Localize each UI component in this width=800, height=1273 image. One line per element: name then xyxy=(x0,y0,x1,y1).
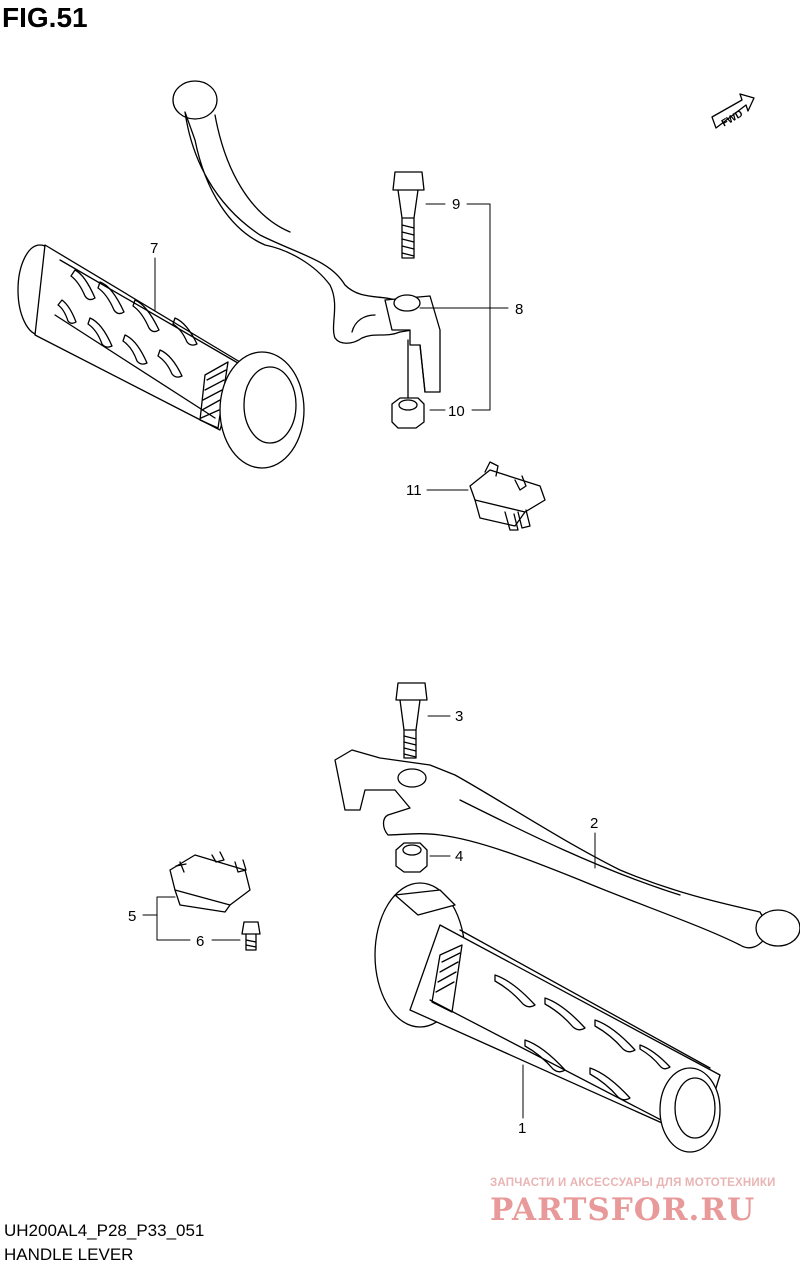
diagram-code: UH200AL4_P28_P33_051 xyxy=(4,1221,205,1240)
fwd-arrow-icon: FWD xyxy=(711,93,755,129)
callout-labels: 9 8 10 7 11 3 4 2 1 5 6 xyxy=(128,196,598,1137)
callout-11: 11 xyxy=(406,482,422,499)
screw-part-6 xyxy=(241,921,261,951)
diagram-title: HANDLE LEVER xyxy=(4,1245,134,1264)
callout-1: 1 xyxy=(518,1120,526,1137)
left-grip-drawing xyxy=(17,244,305,469)
upper-lever-drawing xyxy=(172,80,441,393)
callout-8: 8 xyxy=(515,301,523,318)
bolt-part-9 xyxy=(392,171,425,259)
lower-lever-drawing xyxy=(334,749,800,949)
switch-part-5 xyxy=(169,851,251,913)
switch-part-11 xyxy=(469,461,546,531)
callout-3: 3 xyxy=(455,708,463,725)
watermark-tagline: ЗАПЧАСТИ И АКСЕССУАРЫ ДЛЯ МОТОТЕХНИКИ xyxy=(490,1177,776,1189)
nut-part-10 xyxy=(391,397,425,429)
leader-lines xyxy=(142,203,596,1119)
callout-9: 9 xyxy=(452,196,460,213)
callout-4: 4 xyxy=(455,848,463,865)
watermark-brand: PARTSFOR.RU xyxy=(490,1192,756,1228)
callout-5: 5 xyxy=(128,908,136,925)
figure-title: FIG.51 xyxy=(2,2,88,33)
throttle-grip-drawing xyxy=(374,882,721,1153)
callout-2: 2 xyxy=(590,815,598,832)
callout-10: 10 xyxy=(448,403,465,420)
nut-part-4 xyxy=(395,842,428,873)
callout-7: 7 xyxy=(150,240,158,257)
bolt-part-3 xyxy=(395,682,428,759)
callout-6: 6 xyxy=(196,933,204,950)
